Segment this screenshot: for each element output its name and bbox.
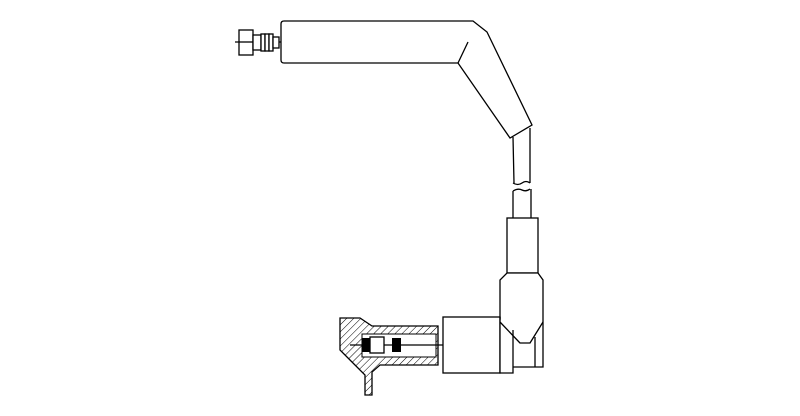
top-terminal-connector <box>235 29 282 56</box>
top-boot <box>280 20 533 139</box>
spark-plug-section <box>339 317 439 396</box>
spark-plug-boot <box>350 217 544 374</box>
cable <box>512 128 532 218</box>
